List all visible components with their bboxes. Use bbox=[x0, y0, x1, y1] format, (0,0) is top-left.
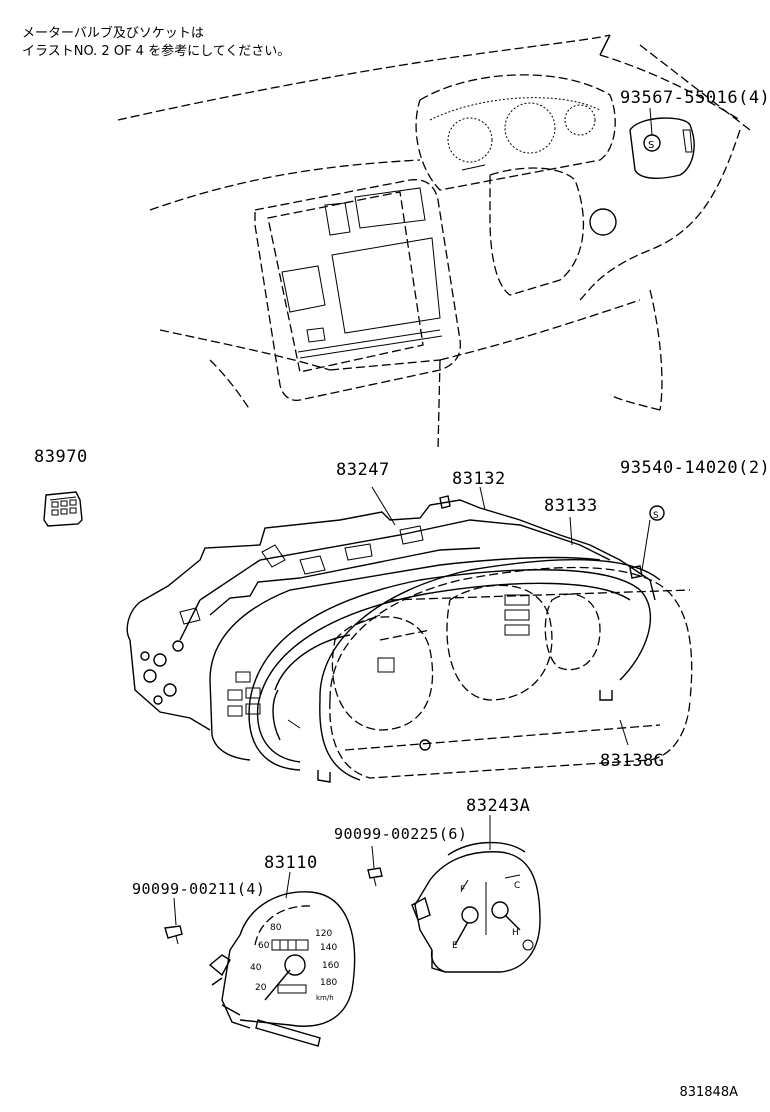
diagram-code: 831848A bbox=[679, 1085, 738, 1100]
label-83138g: 83138G bbox=[600, 751, 665, 771]
label-90099-00211: 90099-00211(4) bbox=[132, 880, 266, 898]
screw-90099-00225-icon bbox=[367, 845, 383, 887]
tick-60: 60 bbox=[258, 941, 270, 951]
tick-40: 40 bbox=[250, 963, 262, 973]
bulb-socket-icon-2: S bbox=[641, 505, 665, 571]
screw-90099-00211-icon bbox=[164, 897, 183, 945]
label-83247: 83247 bbox=[336, 460, 390, 480]
label-90099-00225: 90099-00225(6) bbox=[334, 825, 468, 843]
gauge-h: H bbox=[512, 928, 519, 938]
tick-140: 140 bbox=[320, 943, 337, 953]
dashboard-outline bbox=[117, 34, 751, 451]
label-83133: 83133 bbox=[544, 496, 598, 516]
cluster-assembly bbox=[126, 495, 693, 783]
tick-180: 180 bbox=[320, 978, 337, 988]
connector-83970-icon bbox=[43, 491, 83, 527]
gauge-83243a bbox=[411, 841, 541, 973]
dial-unit: km/h bbox=[316, 994, 334, 1002]
note-line-1: メーターバルブ及びソケットは bbox=[22, 26, 204, 41]
label-83970: 83970 bbox=[34, 447, 88, 467]
gauge-e: E bbox=[452, 941, 458, 951]
dial-text: 20 40 60 80 120 140 160 180 km/h F E C H bbox=[250, 881, 520, 1002]
label-93540: 93540-14020(2) bbox=[620, 458, 770, 478]
svg-text:S: S bbox=[653, 511, 659, 521]
svg-text:S: S bbox=[648, 140, 654, 151]
tick-80: 80 bbox=[270, 923, 282, 933]
label-83110: 83110 bbox=[264, 853, 318, 873]
gauge-f: F bbox=[460, 885, 465, 895]
leader-lines bbox=[285, 486, 629, 899]
label-83243a: 83243A bbox=[466, 796, 531, 816]
bulb-socket-icon: S bbox=[643, 107, 661, 152]
gauge-c: C bbox=[514, 881, 520, 891]
note-line-2: イラストNO. 2 OF 4 を参考にしてください。 bbox=[22, 44, 291, 59]
tick-120: 120 bbox=[315, 929, 332, 939]
tick-160: 160 bbox=[322, 961, 339, 971]
label-93567: 93567-55016(4) bbox=[620, 88, 770, 108]
label-83132: 83132 bbox=[452, 469, 506, 489]
speedometer-83110 bbox=[208, 891, 356, 1047]
tick-20: 20 bbox=[255, 983, 267, 993]
